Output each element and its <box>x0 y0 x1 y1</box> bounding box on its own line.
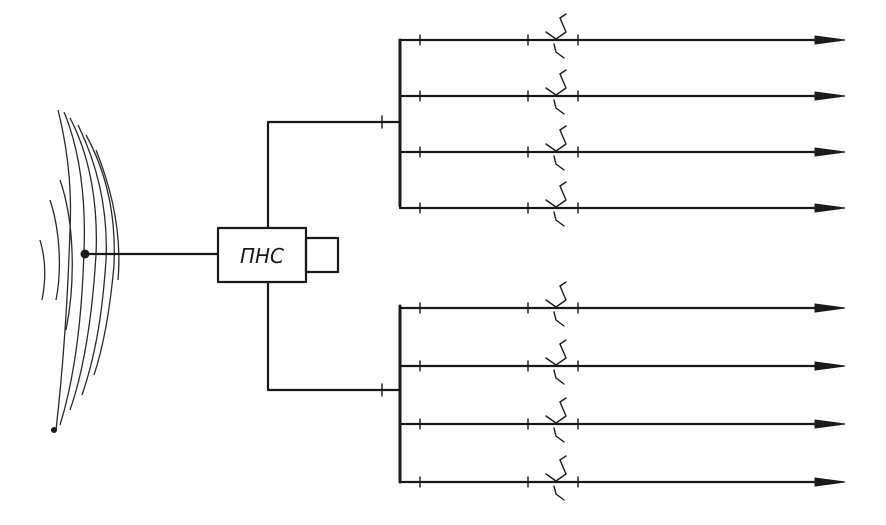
flow-arrow <box>814 477 846 487</box>
sprinkler-symbol <box>545 13 567 59</box>
sprinkler-symbol <box>545 455 567 501</box>
branch-line <box>398 397 846 443</box>
sprinkler-symbol <box>545 125 567 171</box>
upper-feeder <box>266 38 402 230</box>
flow-arrow <box>814 91 846 101</box>
flow-arrow <box>814 35 846 45</box>
branch-line <box>398 339 846 385</box>
branch-line <box>398 125 846 171</box>
station-annex <box>304 236 340 274</box>
source-end-dot <box>51 427 57 433</box>
pumping-station-label: ПНС <box>240 244 284 268</box>
flow-arrow <box>814 361 846 371</box>
sprinkler-symbol <box>545 181 567 227</box>
branch-line <box>398 281 846 327</box>
pumping-station-block: ПНС <box>216 226 340 284</box>
sprinkler-symbol <box>545 69 567 115</box>
branch-line <box>398 13 846 59</box>
sprinkler-symbol <box>545 397 567 443</box>
branch-line <box>398 181 846 227</box>
lower-feeder <box>266 280 402 484</box>
branch-lines <box>398 13 846 501</box>
flow-arrow <box>814 303 846 313</box>
flow-arrow <box>814 147 846 157</box>
water-source <box>39 109 120 433</box>
branch-line <box>398 455 846 501</box>
flow-arrow <box>814 203 846 213</box>
sprinkler-symbol <box>545 339 567 385</box>
flow-arrow <box>814 419 846 429</box>
sprinkler-symbol <box>545 281 567 327</box>
branch-line <box>398 69 846 115</box>
